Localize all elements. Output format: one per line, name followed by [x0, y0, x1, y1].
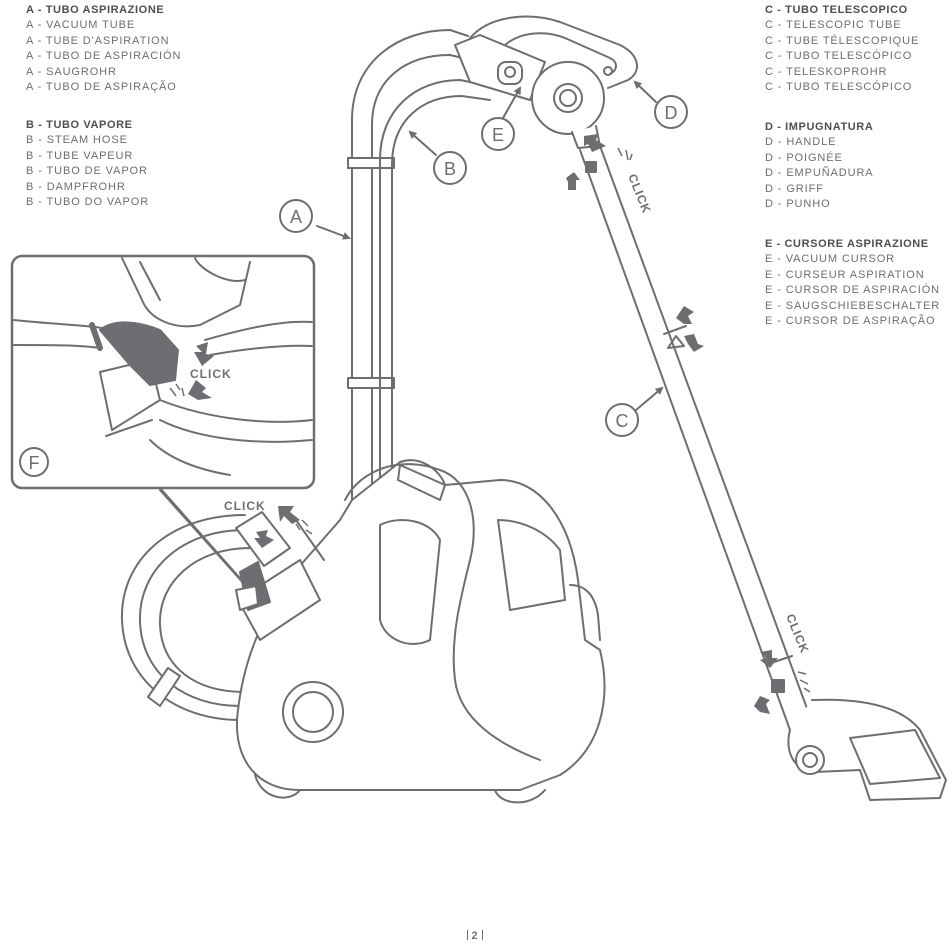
click-label-nozzle: CLICK — [783, 612, 812, 656]
click-arrows — [188, 134, 778, 714]
legend-d-item: D - PUNHO — [765, 198, 831, 211]
callout-a-arrow — [316, 225, 351, 240]
inset-leader-line — [159, 487, 247, 586]
legend-e-item: E - CURSEUR ASPIRATION — [765, 268, 925, 281]
click-arrow-icon — [754, 696, 770, 714]
legend-e-title: E - CURSORE ASPIRAZIONE — [765, 238, 929, 250]
legend-e-item: E - SAUGSCHIEBESCHALTER — [765, 299, 941, 312]
callout-b-arrow — [408, 130, 437, 156]
legend-c-item: C - TUBE TÉLESCOPIQUE — [765, 34, 920, 47]
click-arrow-icon — [188, 380, 212, 400]
legend-c-item: C - TUBO TELESCÓPICO — [765, 81, 913, 94]
vacuum-tube — [347, 29, 481, 501]
legend-a-item: A - VACUUM TUBE — [26, 19, 136, 32]
callout-a-circle — [279, 199, 313, 233]
click-arrow-icon — [584, 134, 606, 152]
legend-c-item: C - TUBO TELESCÓPICO — [765, 50, 913, 63]
click-arrow-icon — [676, 306, 694, 324]
click-ticks — [169, 147, 811, 693]
legend-c-item: C - TELESCOPIC TUBE — [765, 19, 902, 32]
callout-c-circle — [605, 403, 639, 437]
legend-b: B - TUBO VAPORE B - STEAM HOSE B - TUBE … — [26, 118, 149, 210]
callout-d-letter: D — [665, 103, 678, 123]
legend-b-title: B - TUBO VAPORE — [26, 119, 133, 131]
inset-detail — [13, 257, 313, 476]
legend-b-item: B - DAMPFROHR — [26, 180, 126, 193]
callout-b-letter: B — [444, 159, 456, 179]
callout-e-letter: E — [492, 125, 504, 145]
floor-nozzle — [787, 698, 947, 801]
legend-d-item: D - EMPUÑADURA — [765, 167, 874, 180]
legend-e: E - CURSORE ASPIRAZIONE E - VACUUM CURSO… — [765, 237, 940, 329]
legend-c-title: C - TUBO TELESCOPICO — [765, 4, 908, 16]
legend-b-item: B - TUBO DE VAPOR — [26, 165, 148, 178]
legend-d: D - IMPUGNATURA D - HANDLE D - POIGNÉE D… — [765, 120, 874, 212]
callout-d-circle — [654, 95, 688, 129]
page-number-text: 2 — [471, 930, 479, 942]
legend-a-item: A - TUBO DE ASPIRAÇÃO — [26, 81, 177, 94]
legend-b-item: B - TUBE VAPEUR — [26, 149, 134, 162]
callout-e-circle — [481, 117, 515, 151]
legend-a-item: A - TUBO DE ASPIRACIÓN — [26, 50, 182, 63]
click-arrow-icon — [278, 506, 300, 524]
click-arrow-icon — [254, 530, 274, 548]
callout-f-circle — [19, 447, 49, 477]
legend-e-item: E - CURSOR DE ASPIRAÇÃO — [765, 315, 936, 328]
click-arrow-icon — [760, 650, 778, 668]
telescopic-tube — [579, 145, 813, 731]
legend-a-title: A - TUBO ASPIRAZIONE — [26, 4, 165, 16]
legend-a-item: A - TUBE D'ASPIRATION — [26, 34, 170, 47]
click-arrow-icon — [194, 342, 214, 366]
legend-d-item: D - GRIFF — [765, 182, 824, 195]
page-number: 2 — [0, 930, 950, 942]
callout-f-letter: F — [29, 453, 40, 473]
legend-c-item: C - TELESKOPROHR — [765, 65, 888, 78]
legend-e-item: E - VACUUM CURSOR — [765, 253, 895, 266]
callout-c-arrow — [635, 386, 664, 411]
click-arrow-icon — [684, 334, 704, 352]
callout-c-letter: C — [616, 411, 629, 431]
vacuum-body — [236, 459, 606, 804]
click-label-handle: CLICK — [625, 172, 654, 216]
callout-d-arrow — [633, 80, 657, 103]
callout-a-letter: A — [290, 207, 302, 227]
hose-coil — [120, 514, 251, 721]
legend-d-item: D - POIGNÉE — [765, 151, 843, 164]
callout-e-arrow — [502, 86, 521, 119]
legend-c: C - TUBO TELESCOPICO C - TELESCOPIC TUBE… — [765, 3, 919, 95]
legend-d-item: D - HANDLE — [765, 136, 837, 149]
legend-b-item: B - STEAM HOSE — [26, 134, 128, 147]
steam-hose — [379, 79, 491, 481]
click-label-body: CLICK — [224, 499, 266, 513]
legend-e-item: E - CURSOR DE ASPIRACIÓN — [765, 284, 941, 297]
legend-a: A - TUBO ASPIRAZIONE A - VACUUM TUBE A -… — [26, 3, 181, 95]
legend-b-item: B - TUBO DO VAPOR — [26, 196, 150, 209]
legend-d-title: D - IMPUGNATURA — [765, 121, 874, 133]
click-label-inset: CLICK — [190, 367, 232, 381]
click-arrow-icon — [566, 172, 580, 190]
callout-b-circle — [433, 151, 467, 185]
handle — [454, 15, 638, 149]
legend-a-item: A - SAUGROHR — [26, 65, 117, 78]
